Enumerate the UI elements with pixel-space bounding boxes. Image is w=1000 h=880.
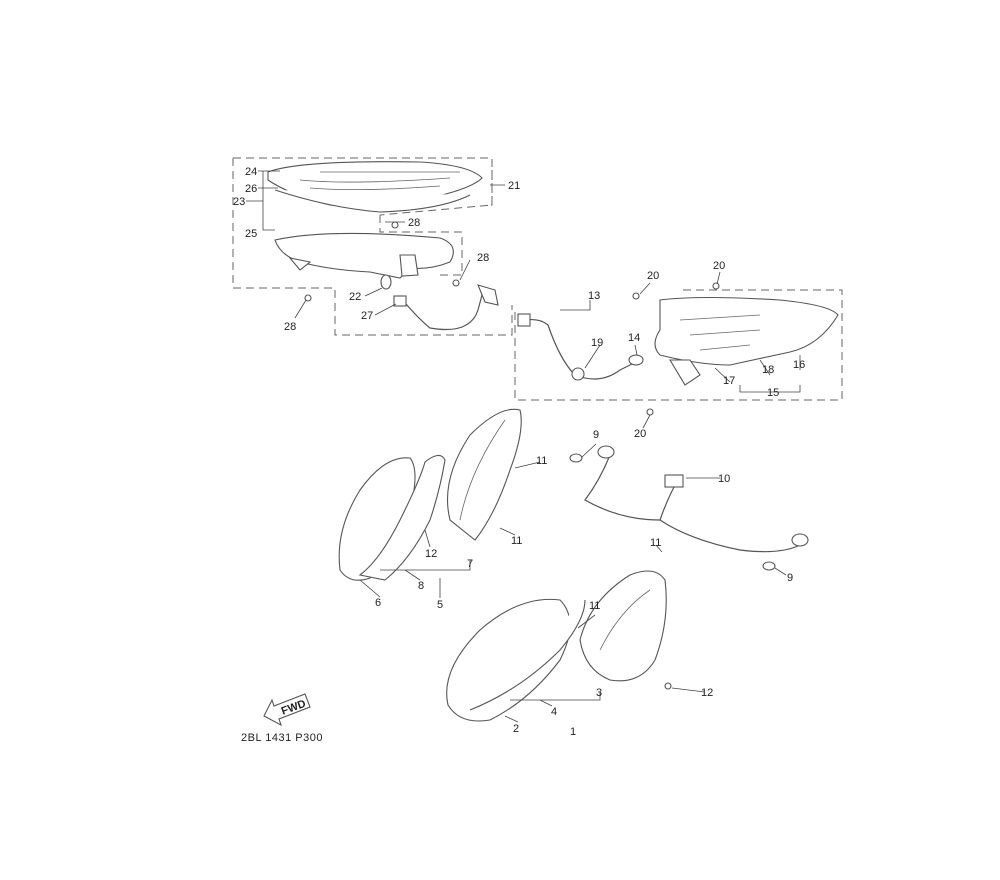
callout-20: 20 [647, 270, 659, 282]
fwd-label: FWD [280, 698, 308, 718]
callout-20: 20 [634, 428, 646, 440]
group-box-tail-light [232, 157, 513, 336]
callouts: 24 26 23 21 25 28 28 22 27 28 13 20 20 1… [233, 166, 805, 738]
fwd-arrow-icon: FWD [263, 693, 311, 727]
callout-20: 20 [713, 260, 725, 272]
cord-19 [517, 313, 641, 381]
license-light [654, 296, 839, 386]
callout-8: 8 [418, 580, 424, 592]
callout-13: 13 [588, 290, 600, 302]
callout-4: 4 [551, 706, 557, 718]
callout-26: 26 [245, 183, 257, 195]
callout-16: 16 [793, 359, 805, 371]
callout-11: 11 [536, 455, 547, 467]
bulb-14 [628, 354, 644, 366]
screws-28 [304, 221, 460, 302]
flasher-right [446, 570, 672, 722]
callout-27: 27 [361, 310, 373, 322]
callout-6: 6 [375, 597, 381, 609]
callout-14: 14 [628, 332, 640, 344]
callout-15: 15 [767, 387, 779, 399]
tail-light-lens [267, 161, 483, 213]
bulb-22 [380, 274, 392, 290]
tail-light-housing [274, 232, 454, 279]
callout-11: 11 [650, 537, 661, 549]
callout-12: 12 [425, 548, 437, 560]
group-box-license-light [514, 289, 843, 401]
callout-5: 5 [437, 599, 443, 611]
callout-21: 21 [508, 180, 520, 192]
callout-1: 1 [570, 726, 576, 738]
cord-27 [393, 284, 499, 331]
callout-7: 7 [467, 558, 473, 570]
callout-12: 12 [701, 687, 713, 699]
bulbs-9 [569, 453, 776, 571]
screws-20 [632, 282, 720, 416]
callout-2: 2 [513, 723, 519, 735]
callout-25: 25 [245, 228, 257, 240]
callout-24: 24 [245, 166, 257, 178]
callout-11: 11 [589, 600, 600, 612]
group-box-socket [379, 215, 463, 276]
callout-11: 11 [511, 535, 522, 547]
callout-28: 28 [477, 252, 489, 264]
callout-18: 18 [762, 364, 774, 376]
flasher-left [338, 408, 522, 581]
callout-9: 9 [593, 429, 599, 441]
diagram-code: 2BL 1431 P300 [241, 732, 323, 744]
group-box-lens [379, 170, 493, 216]
leader-lines [246, 170, 801, 723]
harness-10 [584, 445, 809, 553]
callout-23: 23 [233, 196, 245, 208]
callout-9: 9 [787, 572, 793, 584]
callout-22: 22 [349, 291, 361, 303]
callout-28: 28 [284, 321, 296, 333]
callout-19: 19 [591, 337, 603, 349]
callout-28: 28 [408, 217, 420, 229]
callout-10: 10 [718, 473, 730, 485]
callout-17: 17 [723, 375, 735, 387]
callout-3: 3 [596, 687, 602, 699]
